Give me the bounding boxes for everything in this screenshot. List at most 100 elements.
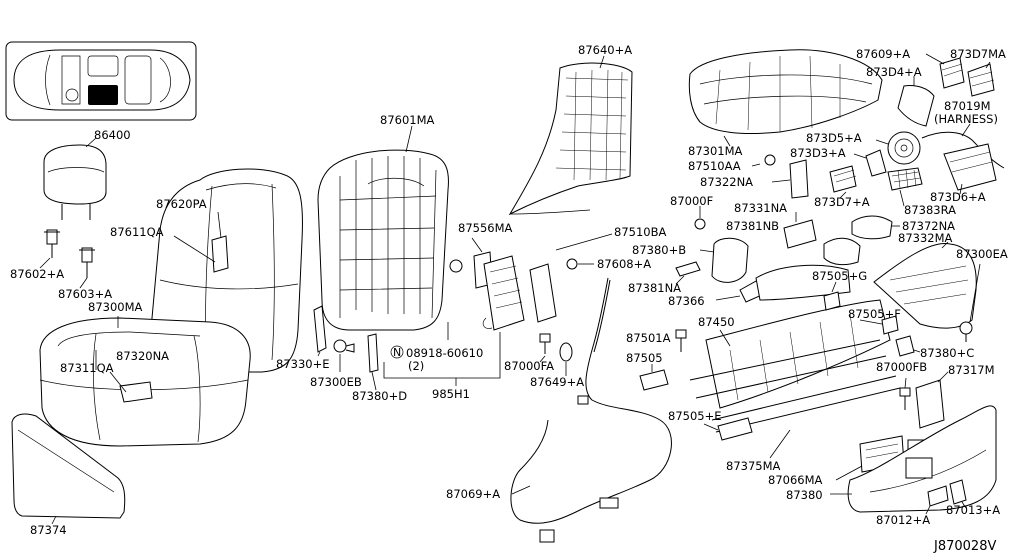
part-87505E	[703, 417, 753, 441]
callout-87602A: 87602+A	[10, 267, 64, 281]
part-87608A	[566, 258, 594, 270]
callout-87505F: 87505+F	[848, 307, 901, 321]
callout-87331NA: 87331NA	[734, 201, 787, 215]
bolt-note: N	[383, 322, 501, 386]
part-87510BA	[482, 233, 613, 331]
seat-cushion-trim	[39, 316, 251, 447]
callout-873D3A: 873D3+A	[790, 146, 846, 160]
seat-side-cover	[830, 405, 997, 513]
callout-87510AA: 87510AA	[688, 159, 741, 173]
callout-87505G: 87505+G	[812, 269, 867, 283]
part-87322NA	[771, 159, 809, 199]
seat-adjuster	[689, 264, 901, 433]
callout-87649A: 87649+A	[530, 375, 584, 389]
callout-87380B: 87380+B	[632, 243, 686, 257]
seat-location-highlight	[88, 85, 118, 105]
part-87380B	[699, 237, 749, 283]
callout-87380C: 87380+C	[920, 346, 974, 360]
callout-87510BA: 87510BA	[614, 225, 666, 239]
callout-87300EA: 87300EA	[956, 247, 1008, 261]
callout-873D6A: 873D6+A	[930, 190, 986, 204]
callout-87330E: 87330+E	[276, 357, 330, 371]
headrest-guide-left	[39, 229, 60, 269]
callout-87381NB: 87381NB	[726, 219, 779, 233]
seatback-frame	[317, 125, 449, 331]
callout-87611QA: 87611QA	[110, 225, 164, 239]
callout-87556MA: 87556MA	[458, 221, 513, 235]
part-87331NA	[783, 212, 817, 249]
side-finisher	[11, 413, 126, 525]
callout-87505E: 87505+E	[668, 409, 722, 423]
part-87000FA	[539, 333, 551, 363]
callout-87019M-note: (HARNESS)	[934, 112, 998, 126]
part-87300EA	[959, 263, 981, 342]
callout-87372NA: 87372NA	[902, 219, 955, 233]
callout-87300EB: 87300EB	[310, 375, 362, 389]
callout-87317M: 87317M	[948, 363, 995, 377]
callout-873D5A: 873D5+A	[806, 131, 862, 145]
part-873D3A	[853, 149, 887, 177]
callout-87000FA: 87000FA	[504, 359, 554, 373]
callout-873D7MA: 873D7MA	[950, 47, 1006, 61]
callout-87374: 87374	[30, 523, 67, 537]
callout-87066MA: 87066MA	[768, 473, 823, 487]
callout-87013A: 87013+A	[946, 503, 1000, 517]
vehicle-locator-inset	[5, 41, 197, 121]
part-87505F	[859, 315, 899, 335]
part-87300EB	[333, 339, 355, 372]
callout-87069A: 87069+A	[446, 487, 500, 501]
callout-87366: 87366	[668, 294, 705, 308]
blower-motor	[875, 131, 921, 165]
part-87000FB	[899, 377, 911, 410]
callout-87603A: 87603+A	[58, 287, 112, 301]
part-87609A	[925, 53, 965, 89]
headrest-guide-right	[79, 247, 95, 289]
callout-87450: 87450	[698, 315, 735, 329]
callout-87601MA: 87601MA	[380, 113, 435, 127]
cushion-frame	[688, 49, 883, 147]
harness-87019M	[921, 123, 1005, 195]
part-87013A	[949, 479, 967, 509]
callout-87383RA: 87383RA	[904, 203, 956, 217]
callout-87609A: 87609+A	[856, 47, 910, 61]
part-87317M	[915, 371, 949, 429]
part-873D7A	[829, 165, 857, 199]
callout-87640A: 87640+A	[578, 43, 632, 57]
callout-87000F: 87000F	[670, 194, 713, 208]
part-87372NA	[823, 215, 900, 266]
callout-87019M: 87019M	[944, 99, 991, 113]
leader-87375MA	[769, 429, 791, 459]
callout-87381NA: 87381NA	[628, 281, 681, 295]
callout-87000FB: 87000FB	[876, 360, 927, 374]
headrest	[43, 137, 107, 220]
callout-87380: 87380	[786, 488, 823, 502]
part-87012A	[925, 485, 949, 515]
callout-87012A: 87012+A	[876, 513, 930, 527]
callout-985H1: 985H1	[432, 387, 470, 401]
part-87000F	[694, 206, 706, 230]
circled-n-symbol: N	[393, 346, 401, 359]
callout-08918-60610: 08918-60610	[406, 346, 483, 360]
callout-87320NA: 87320NA	[116, 349, 169, 363]
callout-86400: 86400	[94, 128, 131, 142]
callout-87311QA: 87311QA	[60, 361, 114, 375]
callout-87300MA: 87300MA	[88, 300, 143, 314]
callout-87301MA: 87301MA	[688, 144, 743, 158]
part-87381NA	[675, 261, 701, 285]
callout-87322NA: 87322NA	[700, 175, 753, 189]
callout-87375MA: 87375MA	[726, 459, 781, 473]
seatback-board	[508, 55, 633, 216]
part-87380C	[895, 335, 921, 357]
part-873D7MA	[967, 61, 995, 97]
part-873D4A	[897, 76, 935, 127]
part-87510AA	[751, 154, 776, 167]
callout-87501A: 87501A	[626, 331, 671, 345]
wire-harness	[510, 277, 672, 543]
callout-87332MA: 87332MA	[898, 231, 953, 245]
part-87332MA	[873, 241, 977, 329]
callout-87608A: 87608+A	[597, 257, 651, 271]
part-87383RA	[887, 167, 923, 207]
callout-873D7A: 873D7+A	[814, 195, 870, 209]
part-87380D	[367, 333, 379, 391]
